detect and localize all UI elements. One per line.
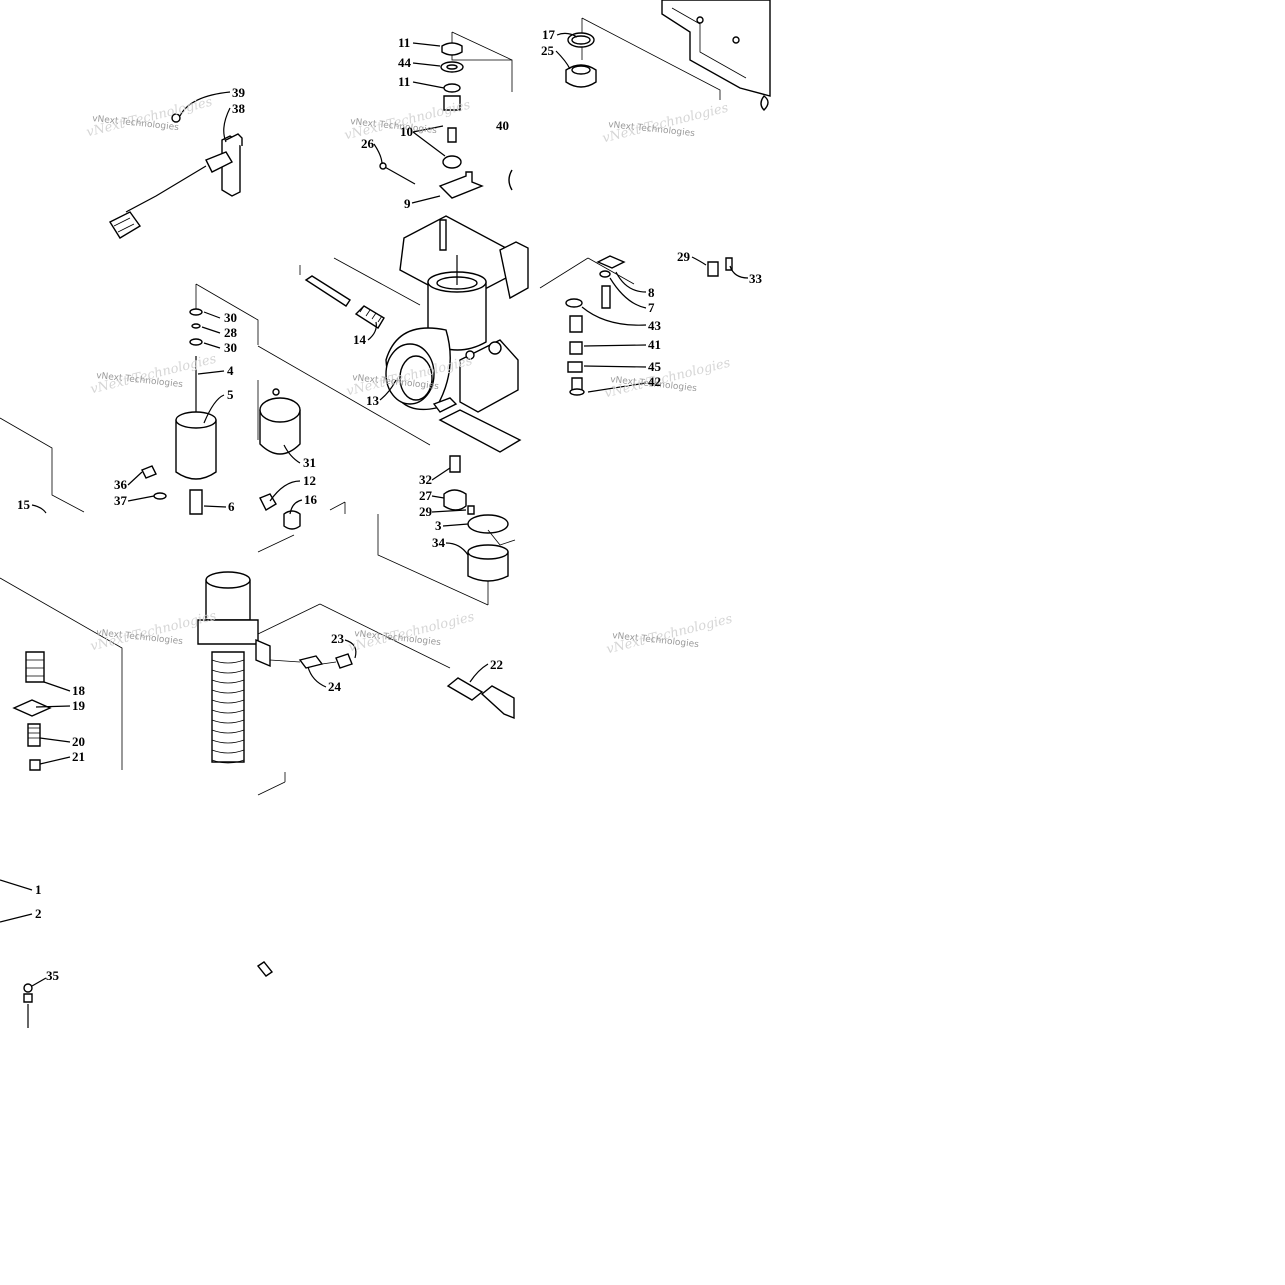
callout-28: 28: [224, 325, 238, 340]
callout-30-lower: 30: [224, 340, 237, 355]
callout-39: 39: [232, 85, 246, 100]
callout-43: 43: [648, 318, 662, 333]
callout-14: 14: [353, 332, 367, 347]
callout-21: 21: [72, 749, 85, 764]
callout-25: 25: [541, 43, 555, 58]
callout-24: 24: [328, 679, 342, 694]
callout-2: 2: [35, 906, 42, 921]
callout-9: 9: [404, 196, 411, 211]
carburetor-body: [385, 215, 529, 453]
callout-44: 44: [398, 55, 412, 70]
callout-29-lower: 29: [419, 504, 433, 519]
callout-11-lower: 11: [398, 74, 410, 89]
callout-15: 15: [17, 497, 31, 512]
callout-1: 1: [35, 882, 42, 897]
callout-42: 42: [648, 374, 661, 389]
callout-19: 19: [72, 698, 86, 713]
callout-7: 7: [648, 300, 655, 315]
callout-18: 18: [72, 683, 86, 698]
callout-8: 8: [648, 285, 655, 300]
callout-3: 3: [435, 518, 442, 533]
callout-20: 20: [72, 734, 85, 749]
parts: [0, 0, 771, 1028]
callout-16: 16: [304, 492, 318, 507]
plunger-spring-assembly: [197, 571, 271, 764]
callout-10: 10: [400, 124, 413, 139]
callout-27: 27: [419, 488, 433, 503]
callout-11-top: 11: [398, 35, 410, 50]
callout-23: 23: [331, 631, 345, 646]
callout-labels: 39 38 11 44 11 10 40 26 9 17 25 29 33 8 …: [17, 27, 763, 983]
callout-12: 12: [303, 473, 316, 488]
callout-41: 41: [648, 337, 661, 352]
callout-38: 38: [232, 101, 246, 116]
callout-40: 40: [496, 118, 509, 133]
callout-4: 4: [227, 363, 234, 378]
callout-34: 34: [432, 535, 446, 550]
frame-lines: [0, 17, 721, 796]
callout-45: 45: [648, 359, 662, 374]
leader-lines: [31, 32, 749, 987]
callout-30-top: 30: [224, 310, 237, 325]
callout-36: 36: [114, 477, 128, 492]
callout-37: 37: [114, 493, 128, 508]
choke-switch: [108, 113, 243, 239]
callout-13: 13: [366, 393, 380, 408]
callout-6: 6: [228, 499, 235, 514]
callout-22: 22: [490, 657, 503, 672]
callout-5: 5: [227, 387, 234, 402]
callout-32: 32: [419, 472, 432, 487]
float-bowl-fragment: [661, 0, 771, 111]
callout-26: 26: [361, 136, 375, 151]
callout-29-right: 29: [677, 249, 691, 264]
callout-31: 31: [303, 455, 316, 470]
callout-35: 35: [46, 968, 60, 983]
callout-17: 17: [542, 27, 556, 42]
callout-33: 33: [749, 271, 763, 286]
